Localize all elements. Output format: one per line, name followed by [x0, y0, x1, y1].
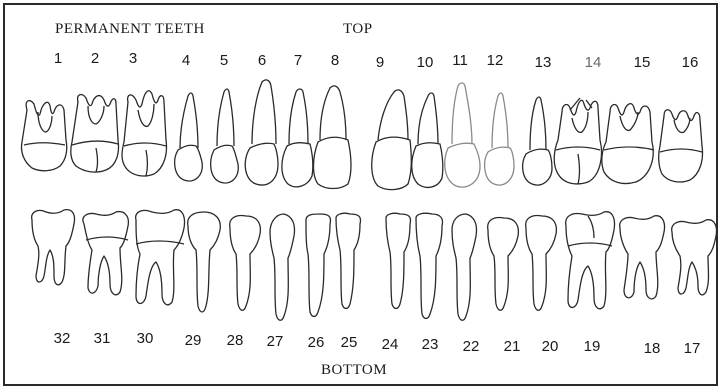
lower-tooth-28	[230, 216, 261, 311]
upper-tooth-9	[372, 90, 412, 190]
upper-tooth-8	[314, 86, 352, 189]
lower-tooth-18	[620, 216, 665, 299]
lower-tooth-26	[306, 214, 331, 317]
upper-tooth-7	[282, 89, 313, 187]
upper-tooth-12	[485, 93, 514, 185]
lower-tooth-32	[32, 210, 75, 285]
lower-tooth-23	[416, 213, 443, 318]
upper-tooth-11	[445, 83, 480, 187]
upper-tooth-16	[659, 110, 703, 182]
upper-tooth-14	[554, 98, 601, 184]
lower-tooth-22	[452, 214, 477, 320]
lower-tooth-20	[526, 216, 557, 311]
lower-tooth-25	[336, 213, 361, 308]
upper-tooth-1	[21, 101, 66, 171]
lower-tooth-21	[488, 218, 519, 311]
lower-tooth-30	[136, 210, 185, 305]
upper-tooth-3	[122, 91, 167, 176]
upper-tooth-6	[245, 80, 278, 185]
lower-tooth-29	[188, 212, 221, 312]
lower-tooth-31	[83, 212, 128, 295]
lower-tooth-19	[566, 212, 615, 309]
upper-tooth-15	[602, 104, 654, 184]
lower-tooth-17	[672, 220, 717, 295]
lower-tooth-24	[386, 213, 411, 308]
upper-tooth-5	[211, 89, 239, 183]
upper-tooth-4	[175, 93, 203, 181]
lower-tooth-27	[270, 214, 295, 320]
upper-tooth-10	[412, 93, 443, 187]
upper-tooth-13	[523, 97, 552, 185]
upper-tooth-2	[71, 95, 119, 173]
